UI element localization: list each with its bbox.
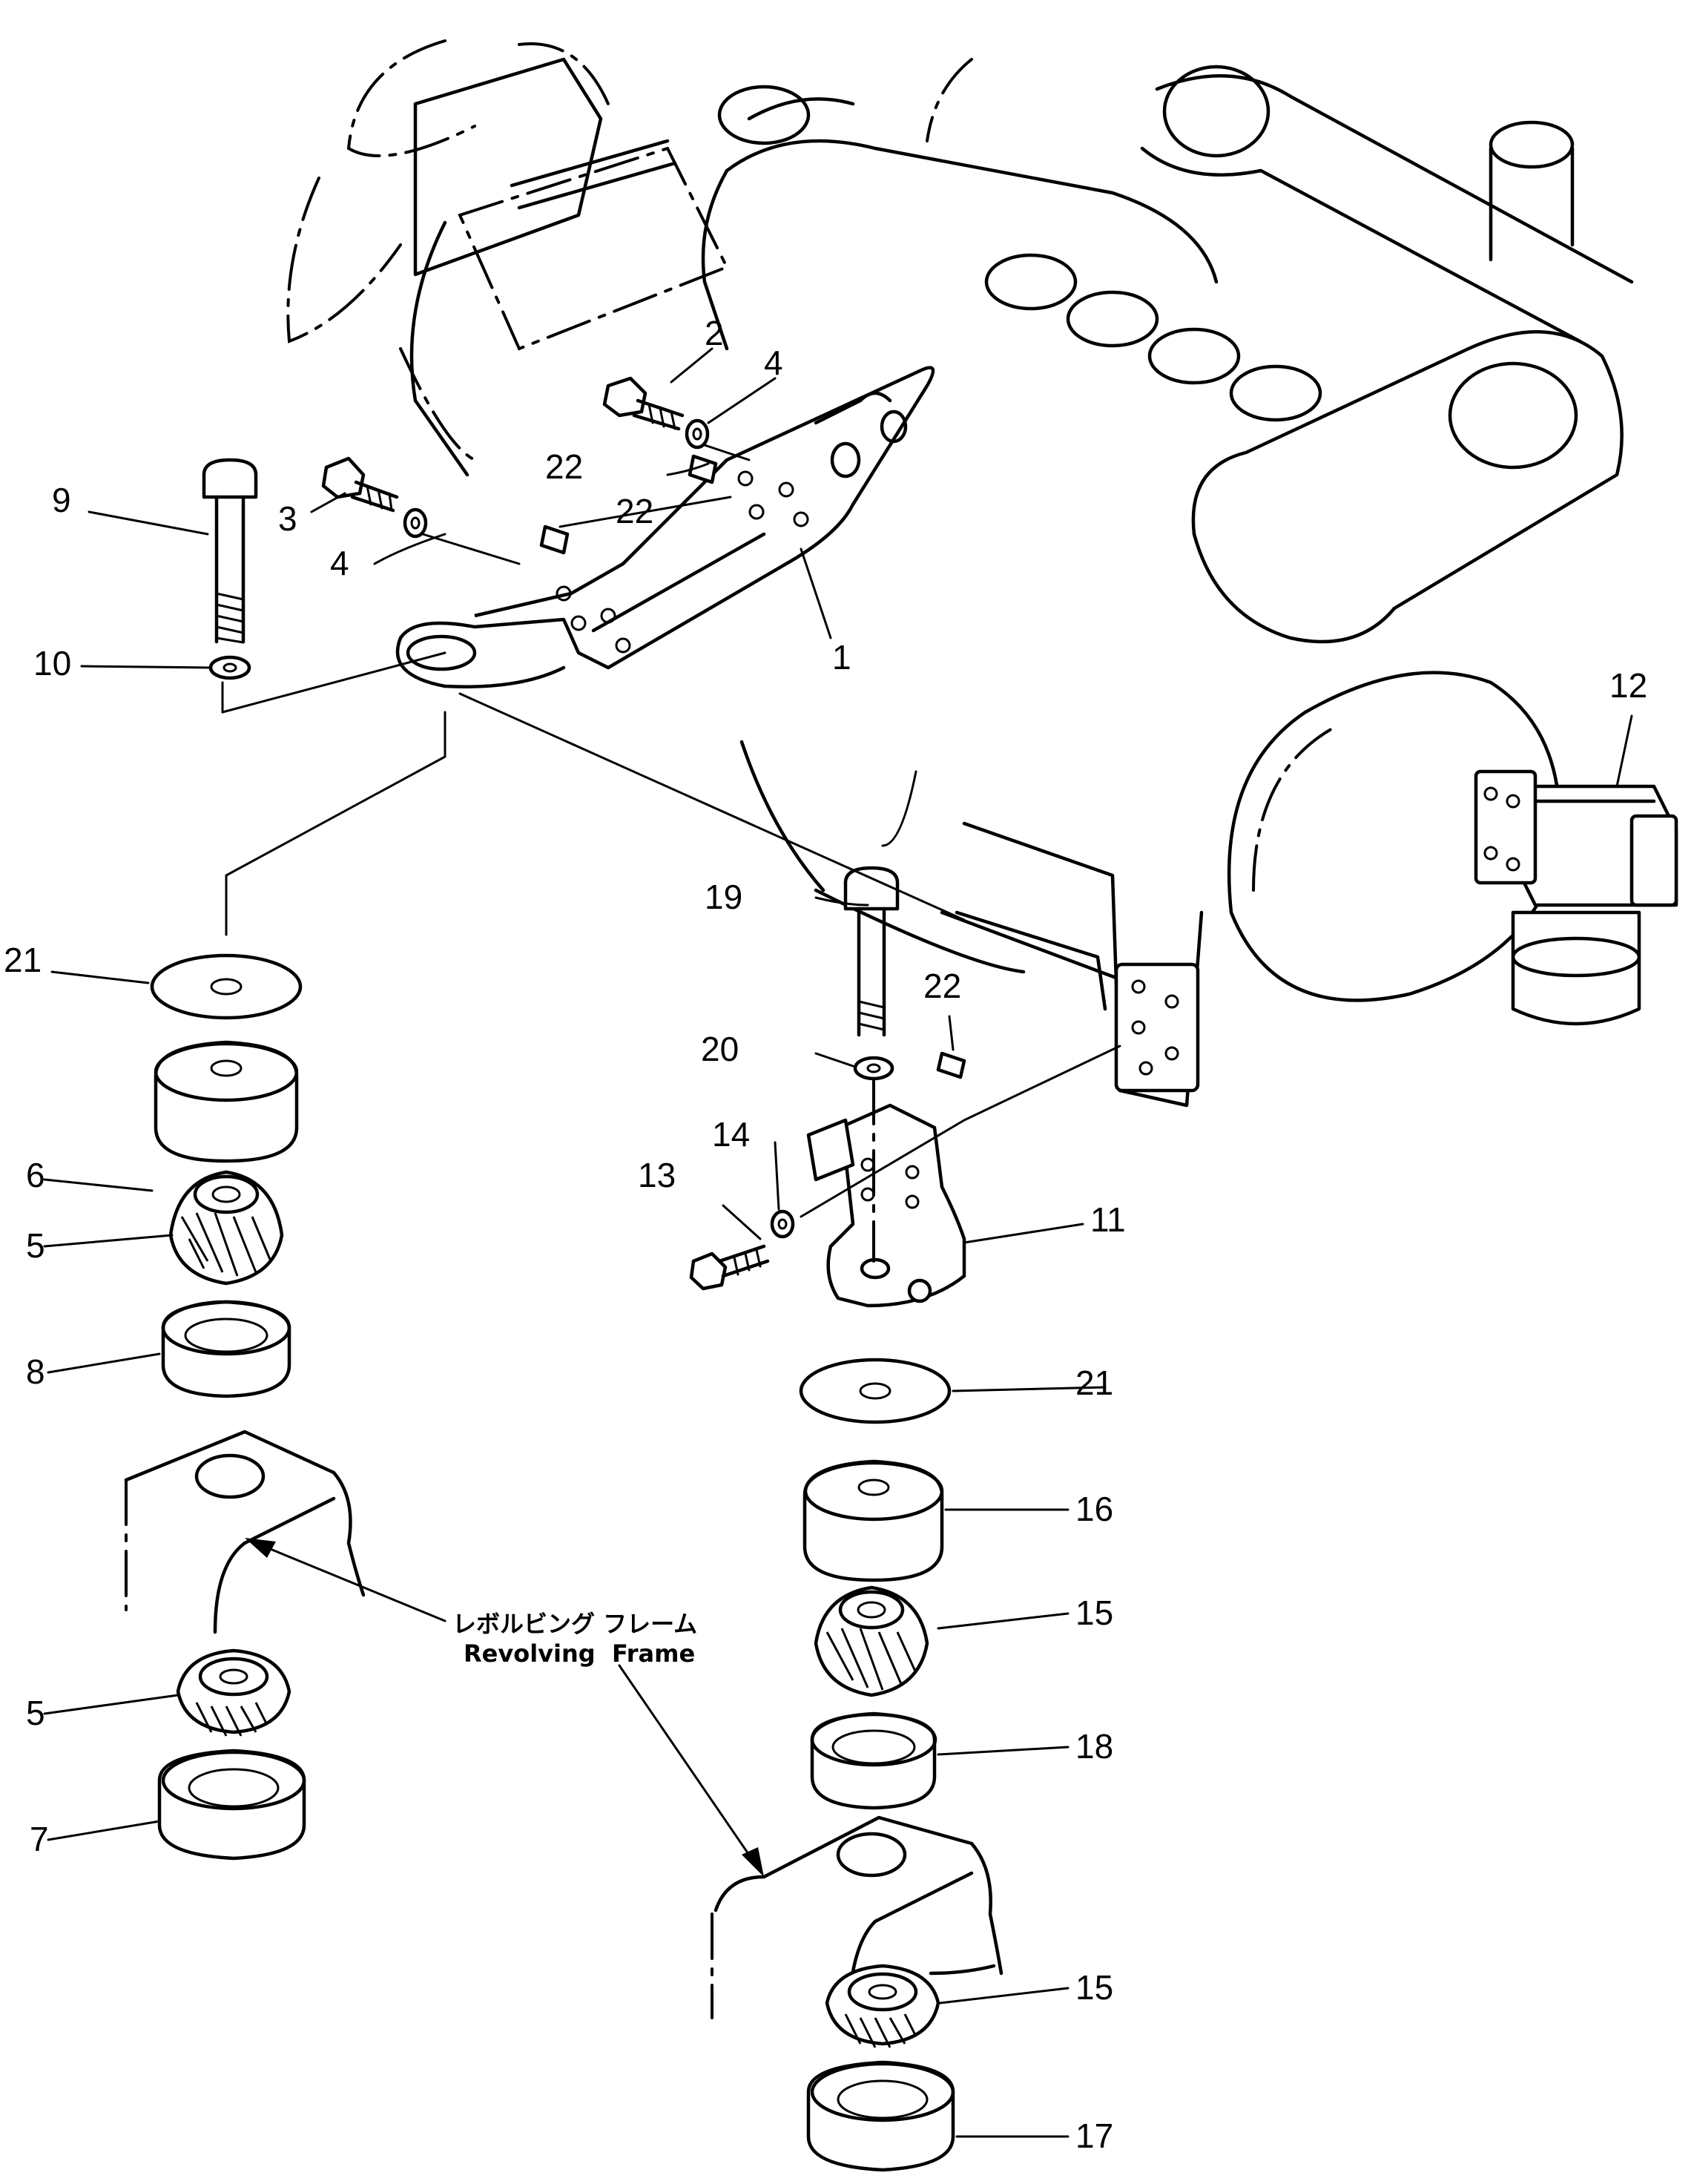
- revolving-frame-label: レボルビング フレーム Revolving Frame: [452, 1610, 697, 1668]
- callout-2: 2: [705, 314, 724, 352]
- front-bracket-1: [395, 366, 935, 688]
- bolt-9-washer-10: [202, 458, 258, 680]
- callout-20: 20: [701, 1030, 739, 1068]
- callout-21b: 21: [1075, 1364, 1113, 1402]
- callout-12: 12: [1609, 666, 1647, 705]
- leader-lines: [43, 347, 1633, 2138]
- callout-4a: 4: [764, 343, 783, 382]
- callout-22b: 22: [616, 492, 653, 530]
- callout-6: 6: [26, 1156, 45, 1194]
- callout-14: 14: [712, 1115, 750, 1154]
- frame-label-japanese: レボルビング フレーム: [452, 1610, 697, 1638]
- callout-labels: 1 2 3 4 4 22 22 22 9 10 21 6 5 8 5 7 12 …: [4, 314, 1647, 2155]
- callout-9: 9: [52, 481, 71, 519]
- callout-3: 3: [278, 499, 297, 538]
- callout-10: 10: [33, 644, 71, 682]
- assembly-lines: [221, 444, 1121, 1218]
- callout-22a: 22: [545, 447, 583, 486]
- callout-5a: 5: [26, 1226, 45, 1265]
- callout-16: 16: [1075, 1490, 1113, 1528]
- engine-outline: [286, 39, 1634, 1108]
- callout-4b: 4: [330, 544, 349, 582]
- callout-7: 7: [30, 1820, 49, 1858]
- frame-label-english: Revolving Frame: [464, 1639, 695, 1668]
- callout-17: 17: [1075, 2116, 1113, 2155]
- rear-mount-12: [1474, 769, 1678, 1026]
- callout-19: 19: [705, 878, 742, 916]
- callout-21a: 21: [4, 941, 42, 979]
- callout-11: 11: [1090, 1200, 1126, 1239]
- callout-18: 18: [1075, 1727, 1113, 1766]
- callout-15b: 15: [1075, 1968, 1113, 2007]
- callout-13: 13: [638, 1156, 676, 1194]
- callout-1: 1: [832, 638, 851, 677]
- callout-8: 8: [26, 1352, 45, 1391]
- callout-15a: 15: [1075, 1593, 1113, 1632]
- fasteners-upper: [321, 376, 966, 1079]
- left-mount-stack: [124, 953, 366, 1861]
- callout-22c: 22: [923, 967, 961, 1005]
- right-mount-stack: [689, 866, 1003, 2172]
- callout-5b: 5: [26, 1694, 45, 1732]
